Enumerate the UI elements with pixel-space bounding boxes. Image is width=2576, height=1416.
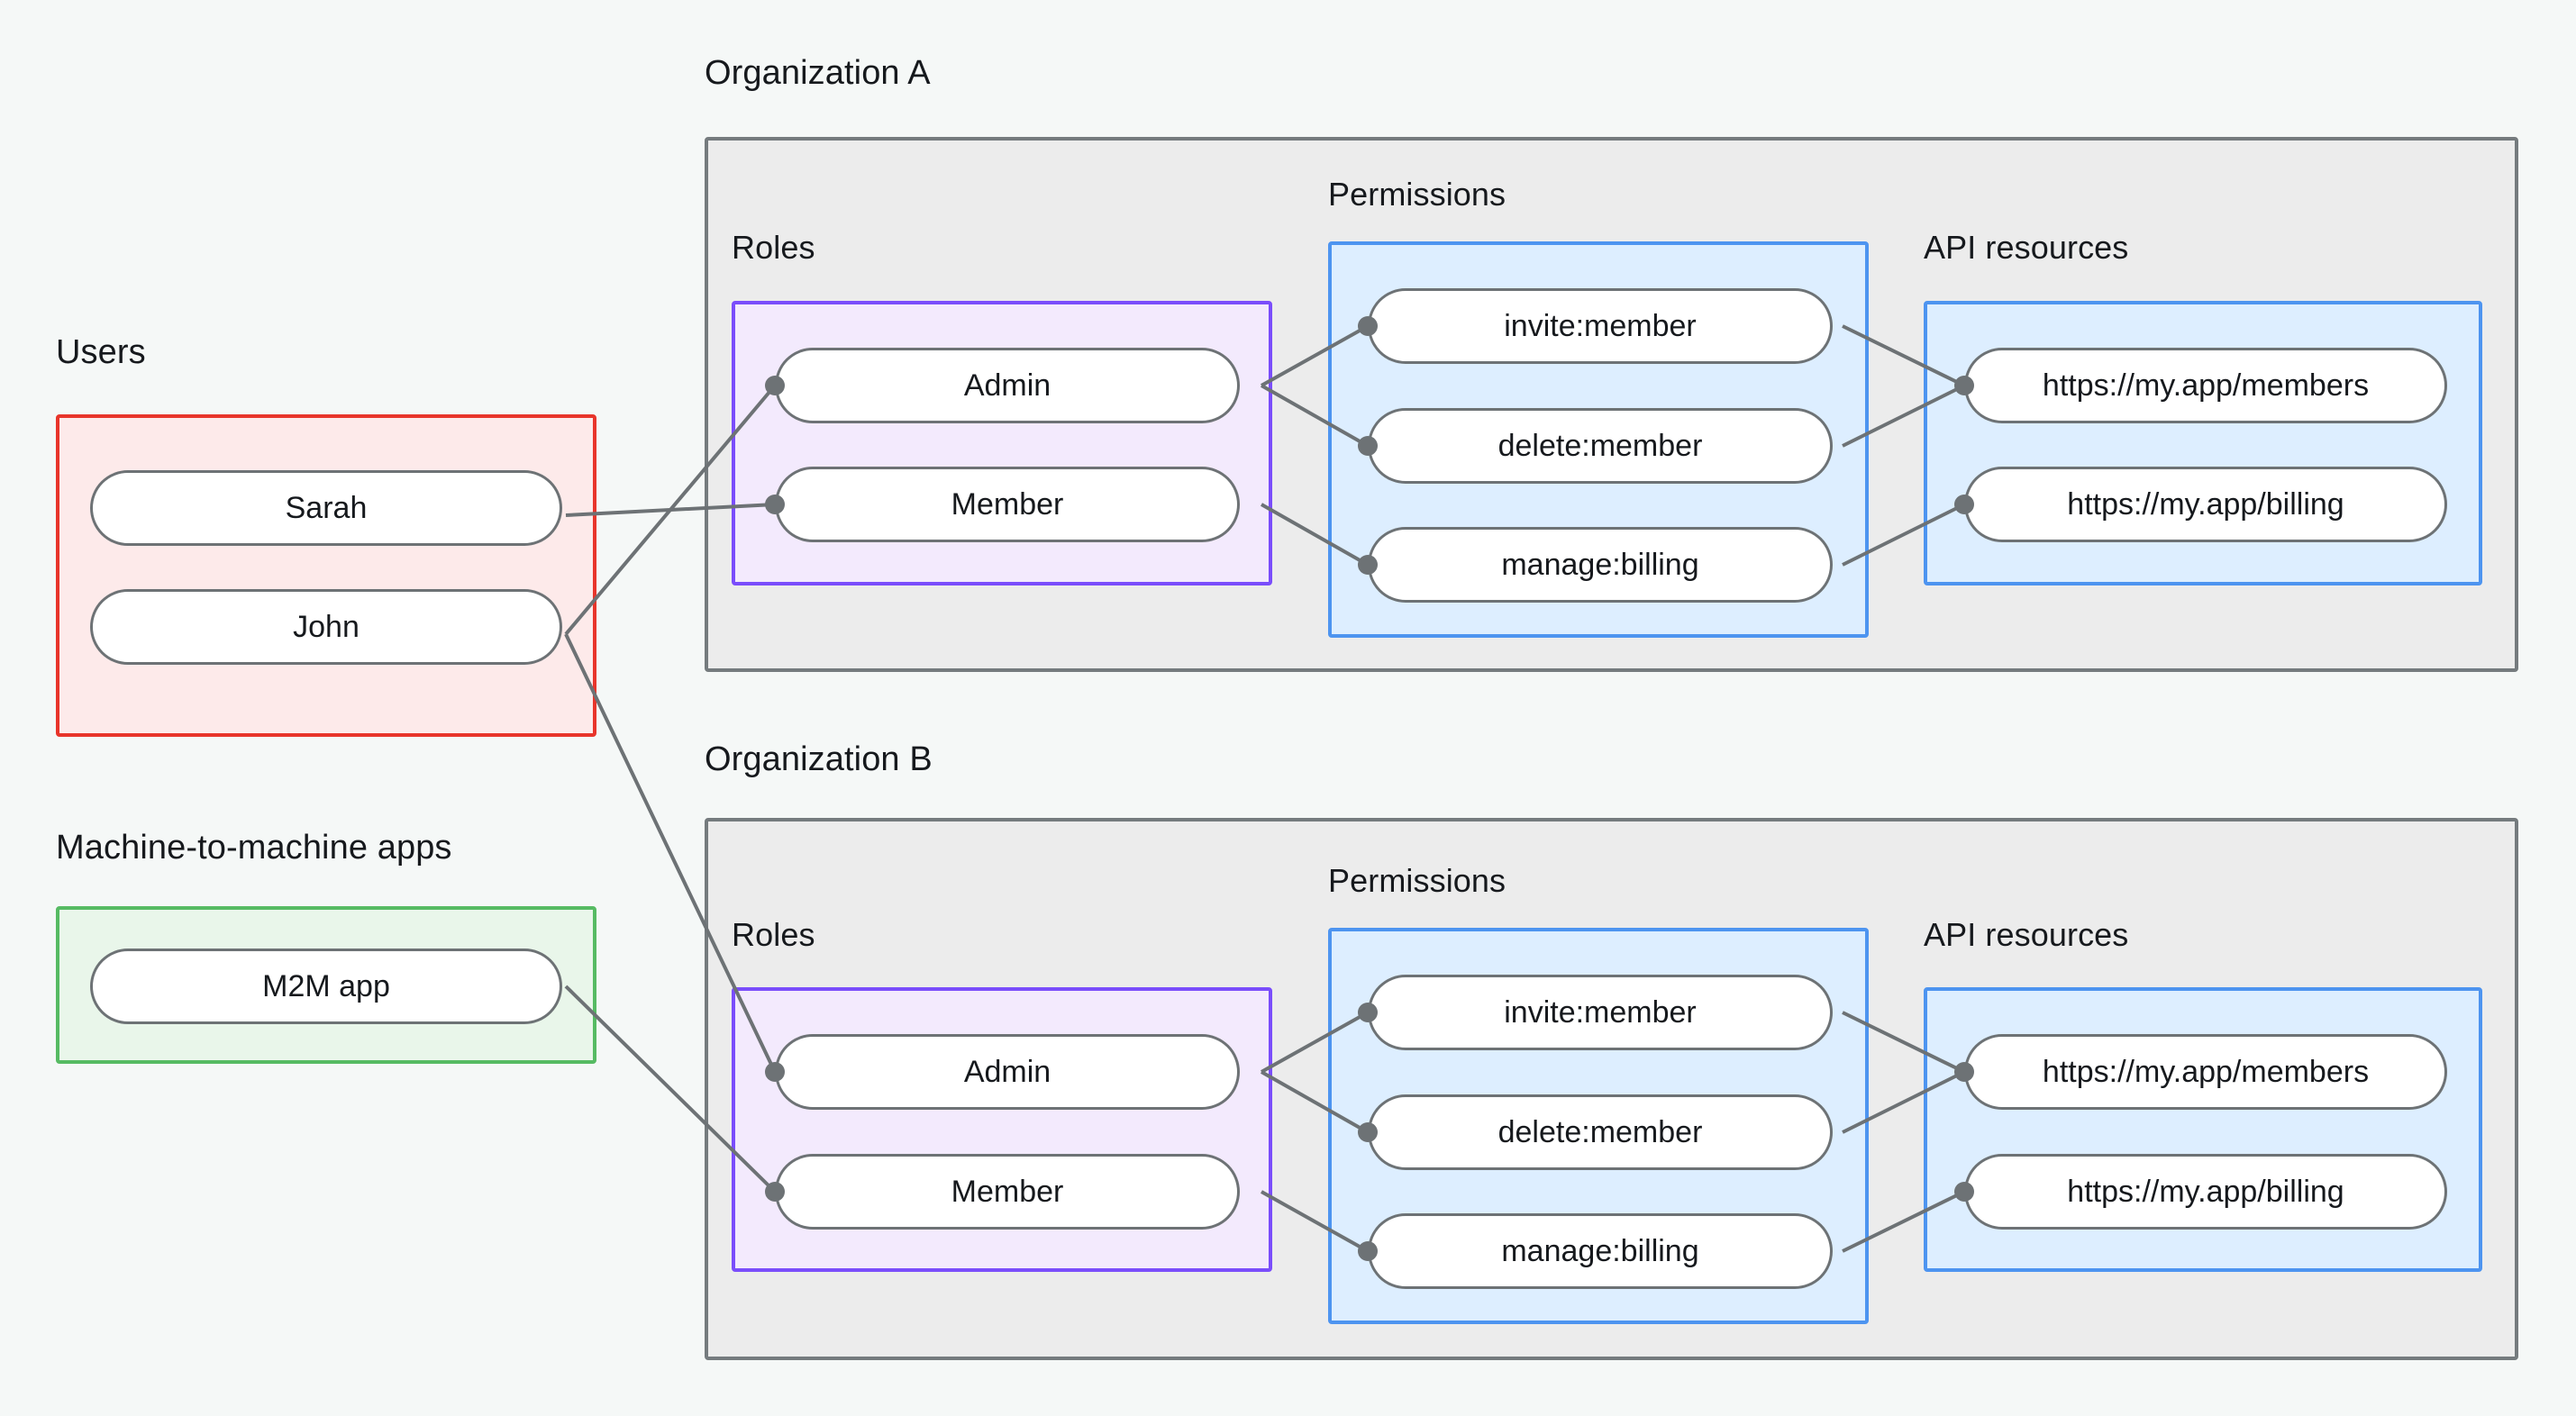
orgA-role-pill-admin[interactable]: Admin <box>775 348 1240 423</box>
orgA-api-pill-billing[interactable]: https://my.app/billing <box>1964 467 2447 542</box>
users-group-label: Users <box>56 333 146 371</box>
orgA-roles-label: Roles <box>732 229 815 266</box>
orgB-api-pill-members[interactable]: https://my.app/members <box>1964 1034 2447 1110</box>
orgA-role-pill-member[interactable]: Member <box>775 467 1240 542</box>
organization-a-title: Organization A <box>705 54 931 92</box>
user-pill-john[interactable]: John <box>90 589 562 665</box>
orgA-permission-pill-manage-billing[interactable]: manage:billing <box>1368 527 1833 603</box>
user-pill-sarah[interactable]: Sarah <box>90 470 562 546</box>
orgB-permission-pill-invite-member[interactable]: invite:member <box>1368 975 1833 1050</box>
orgB-role-pill-admin[interactable]: Admin <box>775 1034 1240 1110</box>
m2m-group-label: Machine-to-machine apps <box>56 829 452 867</box>
orgB-roles-label: Roles <box>732 916 815 953</box>
orgA-permissions-label: Permissions <box>1328 176 1506 213</box>
orgA-api-resources-label: API resources <box>1924 229 2129 266</box>
orgA-permission-pill-delete-member[interactable]: delete:member <box>1368 408 1833 484</box>
m2m-pill-app[interactable]: M2M app <box>90 949 562 1024</box>
orgB-api-pill-billing[interactable]: https://my.app/billing <box>1964 1154 2447 1230</box>
orgA-api-pill-members[interactable]: https://my.app/members <box>1964 348 2447 423</box>
orgA-permission-pill-invite-member[interactable]: invite:member <box>1368 288 1833 364</box>
organization-b-title: Organization B <box>705 740 933 778</box>
orgB-permissions-label: Permissions <box>1328 862 1506 899</box>
orgB-api-resources-label: API resources <box>1924 916 2129 953</box>
orgA-api-resources-container <box>1924 301 2482 585</box>
orgB-role-pill-member[interactable]: Member <box>775 1154 1240 1230</box>
orgA-roles-container <box>732 301 1272 585</box>
orgB-permission-pill-delete-member[interactable]: delete:member <box>1368 1094 1833 1170</box>
orgB-permission-pill-manage-billing[interactable]: manage:billing <box>1368 1213 1833 1289</box>
users-container <box>56 414 596 737</box>
